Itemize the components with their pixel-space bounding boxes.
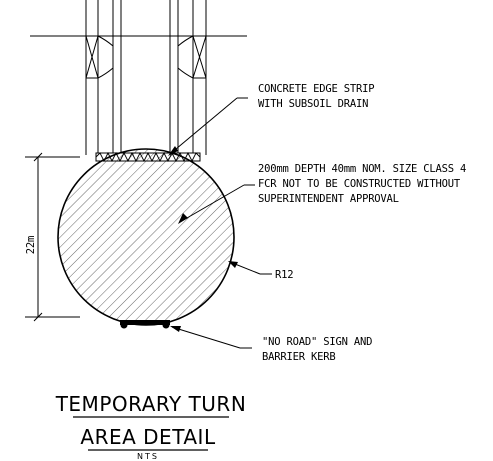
arrow-radius — [228, 261, 238, 268]
note-edge-strip-2: WITH SUBSOIL DRAIN — [258, 98, 368, 110]
arrow-edge-strip — [168, 146, 178, 156]
note-edge-strip-1: CONCRETE EDGE STRIP — [258, 83, 374, 95]
road-pavement-lines — [85, 0, 207, 155]
note-radius: R12 — [275, 269, 293, 281]
right-kerb-detail — [177, 35, 207, 79]
leader-barrier — [171, 326, 252, 349]
note-pavement-3: SUPERINTENDENT APPROVAL — [258, 193, 399, 205]
dimension-22m — [25, 152, 80, 322]
note-barrier-2: BARRIER KERB — [262, 351, 335, 363]
title-line-2: AREA DETAIL — [80, 425, 216, 449]
arrow-barrier — [170, 326, 181, 332]
leader-pavement — [179, 184, 255, 223]
turn-area-circle — [57, 148, 235, 326]
scale-label: NTS — [137, 452, 159, 461]
arrow-pavement — [178, 213, 188, 224]
note-pavement-2: FCR NOT TO BE CONSTRUCTED WITHOUT — [258, 178, 461, 190]
title-line-1: TEMPORARY TURN — [55, 392, 247, 416]
barrier-kerb — [120, 320, 170, 329]
note-pavement-1: 200mm DEPTH 40mm NOM. SIZE CLASS 4 — [258, 163, 466, 175]
leader-edge-strip — [169, 97, 248, 155]
note-barrier-1: "NO ROAD" SIGN AND — [262, 336, 372, 348]
dimension-label: 22m — [25, 236, 37, 254]
left-kerb-detail — [85, 35, 114, 79]
